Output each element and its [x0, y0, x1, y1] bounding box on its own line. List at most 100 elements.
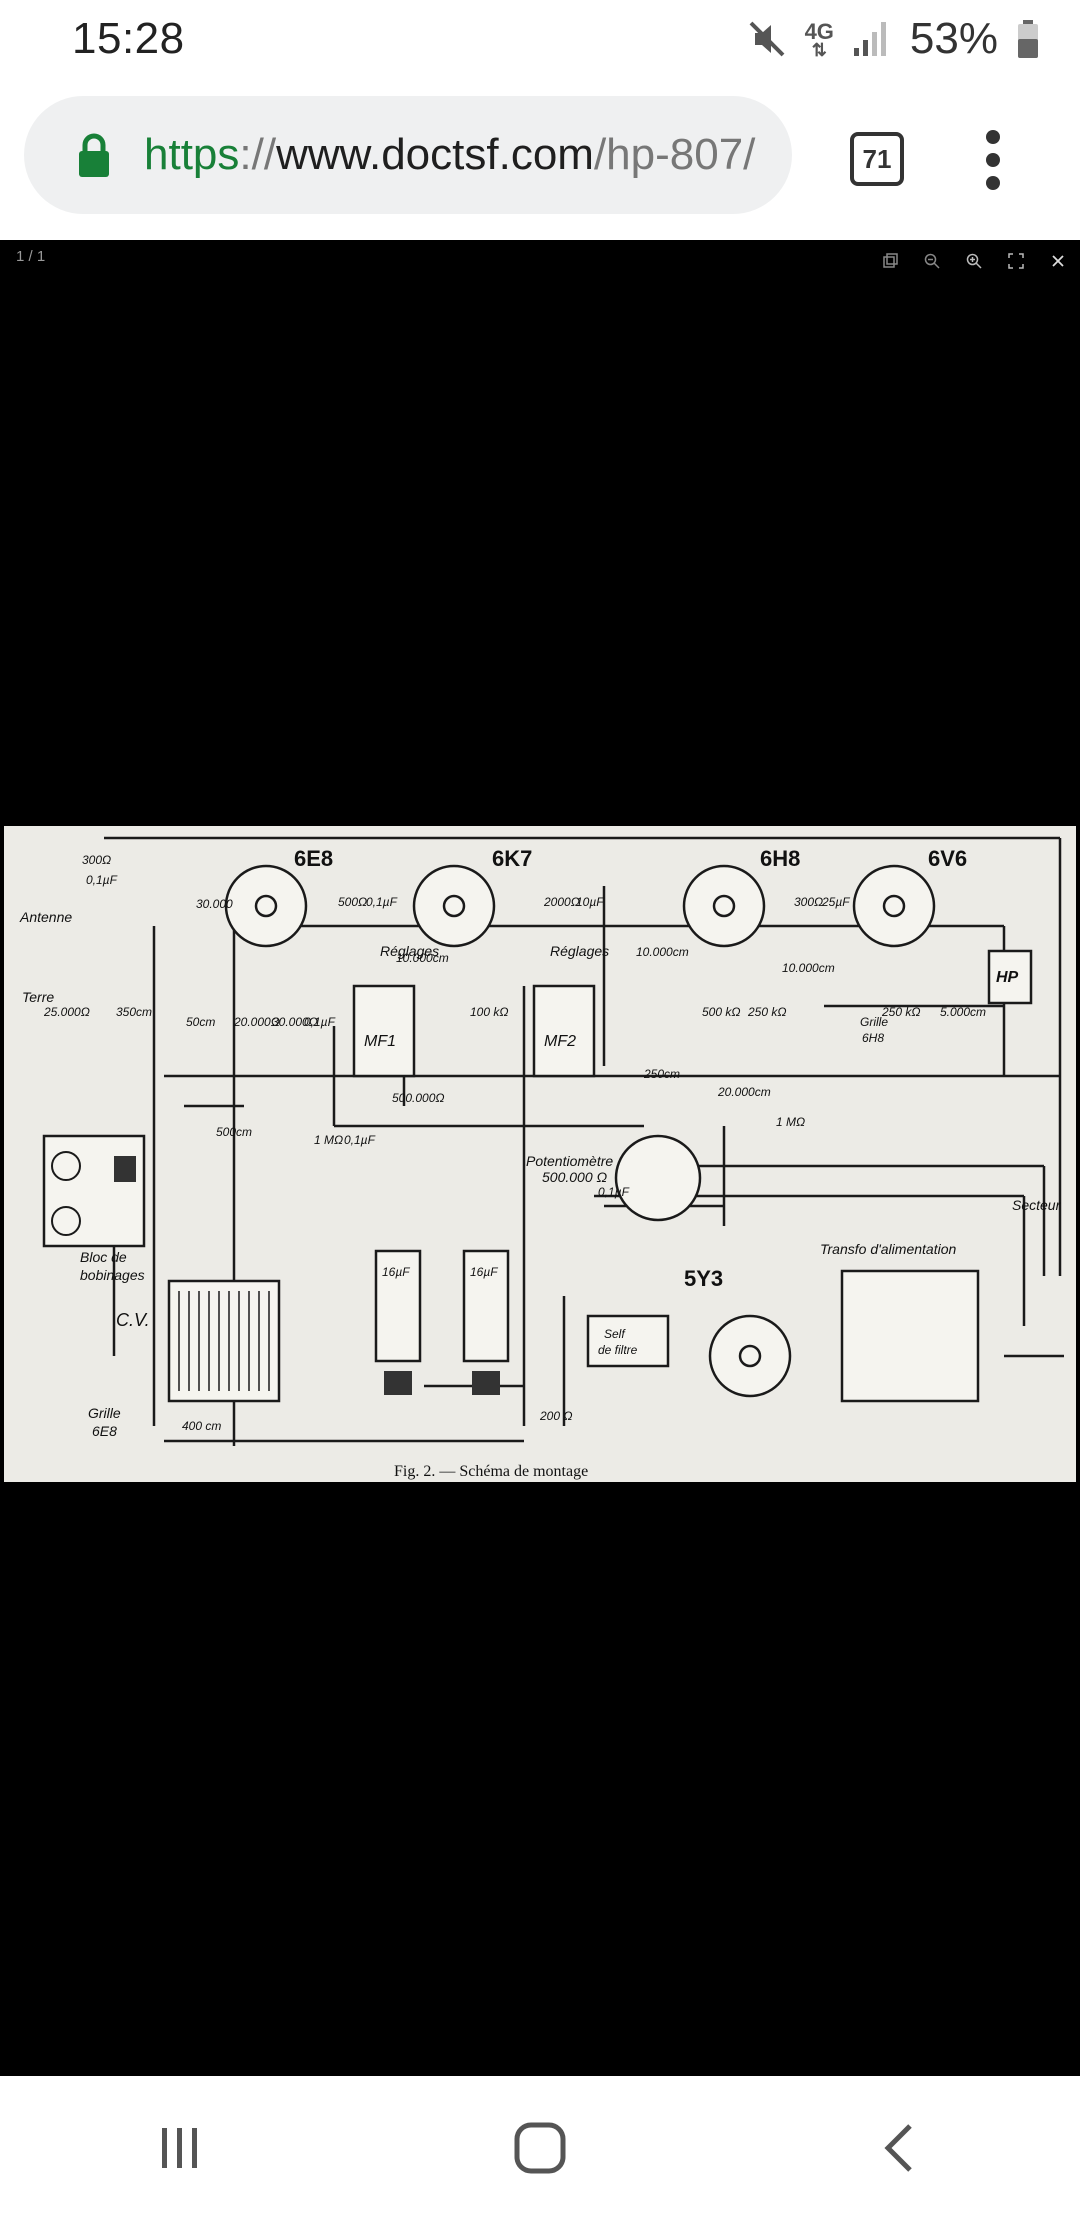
lock-icon [79, 133, 109, 177]
system-navigation-bar [0, 2076, 1080, 2220]
svg-text:5.000cm: 5.000cm [940, 1005, 986, 1019]
tube-label: 5Y3 [684, 1266, 723, 1291]
recent-apps-icon [162, 2128, 197, 2168]
capacitor-16a [374, 1249, 422, 1363]
svg-text:25.000Ω: 25.000Ω [43, 1005, 90, 1019]
svg-text:50cm: 50cm [186, 1015, 215, 1029]
close-viewer-button[interactable] [1042, 246, 1074, 276]
zoom-out-button[interactable] [916, 246, 948, 276]
svg-text:0,1µF: 0,1µF [366, 895, 398, 909]
svg-text:Self: Self [604, 1327, 626, 1341]
svg-text:Réglages: Réglages [380, 943, 439, 959]
svg-text:de filtre: de filtre [598, 1343, 638, 1357]
fit-page-button[interactable] [874, 246, 906, 276]
svg-text:Terre: Terre [22, 989, 54, 1005]
recent-apps-button[interactable] [120, 2098, 240, 2198]
back-icon [884, 2124, 912, 2172]
close-icon [1052, 255, 1064, 267]
svg-text:1 MΩ: 1 MΩ [776, 1115, 805, 1129]
page-indicator: 1 / 1 [16, 248, 46, 265]
browser-toolbar: https://www.doctsf.com/hp-807/ 71 [0, 78, 1080, 240]
tube-label: 6K7 [492, 846, 532, 871]
coil-block [42, 1134, 146, 1248]
mf1-box [352, 984, 416, 1078]
transformer [840, 1269, 980, 1403]
svg-text:350cm: 350cm [116, 1005, 152, 1019]
svg-text:30.000Ω: 30.000Ω [272, 1015, 318, 1029]
hp-box [987, 949, 1033, 1005]
svg-text:0,1µF: 0,1µF [598, 1185, 630, 1199]
fullscreen-icon [1008, 253, 1024, 269]
dot-icon [986, 130, 1000, 144]
svg-text:20.000Ω: 20.000Ω [233, 1015, 280, 1029]
svg-text:10.000cm: 10.000cm [636, 945, 689, 959]
svg-text:0,1µF: 0,1µF [344, 1133, 376, 1147]
status-bar: 15:28 4G ⇅ 53% [0, 0, 1080, 78]
overflow-menu-button[interactable] [984, 130, 1002, 190]
svg-text:500.000Ω: 500.000Ω [392, 1091, 445, 1105]
svg-text:C.V.: C.V. [116, 1310, 150, 1330]
capacitor-16b [462, 1249, 510, 1363]
document-viewer[interactable]: 1 / 1 [0, 240, 1080, 2076]
svg-text:250 kΩ: 250 kΩ [881, 1005, 920, 1019]
svg-text:2000Ω: 2000Ω [543, 895, 580, 909]
svg-text:MF2: MF2 [544, 1033, 576, 1050]
svg-text:400 cm: 400 cm [182, 1419, 221, 1433]
svg-text:MF1: MF1 [364, 1033, 396, 1050]
self-filter [586, 1314, 670, 1368]
url-text[interactable]: https://www.doctsf.com/hp-807/ [144, 130, 756, 179]
status-icons: 4G ⇅ 53% [747, 14, 1040, 64]
svg-text:200 Ω: 200 Ω [539, 1409, 572, 1423]
network-type: 4G ⇅ [804, 19, 834, 60]
svg-text:HP: HP [996, 969, 1019, 986]
back-button[interactable] [840, 2098, 960, 2198]
svg-text:Grille: Grille [88, 1405, 121, 1421]
fit-page-icon [883, 253, 898, 268]
svg-text:500Ω: 500Ω [338, 895, 367, 909]
figure-caption: Fig. 2. — Schéma de montage [394, 1463, 588, 1480]
home-icon [514, 2122, 566, 2174]
svg-text:6H8: 6H8 [862, 1031, 884, 1045]
zoom-in-icon [966, 253, 982, 269]
svg-text:500cm: 500cm [216, 1125, 252, 1139]
svg-text:16µF: 16µF [470, 1265, 498, 1279]
svg-text:100 kΩ: 100 kΩ [470, 1005, 508, 1019]
svg-text:30.000: 30.000 [196, 897, 233, 911]
svg-text:10µF: 10µF [576, 895, 604, 909]
svg-text:Potentiomètre: Potentiomètre [526, 1153, 613, 1169]
svg-text:500.000 Ω: 500.000 Ω [542, 1169, 607, 1185]
tab-switcher-button[interactable]: 71 [850, 132, 904, 186]
tube-label: 6E8 [294, 846, 333, 871]
svg-text:250cm: 250cm [643, 1067, 680, 1081]
battery-icon [1018, 20, 1038, 58]
tube-sockets [224, 864, 936, 1398]
home-button[interactable] [480, 2098, 600, 2198]
schematic-image: 6E8 6K7 6H8 6V6 5Y3 [4, 826, 1076, 1482]
fullscreen-button[interactable] [1000, 246, 1032, 276]
svg-text:10.000cm: 10.000cm [396, 951, 449, 965]
battery-percent: 53% [909, 14, 998, 63]
svg-text:Bloc de: Bloc de [80, 1249, 127, 1265]
svg-text:25µF: 25µF [821, 895, 850, 909]
svg-text:Réglages: Réglages [550, 943, 609, 959]
mute-icon [749, 21, 784, 57]
svg-text:16µF: 16µF [382, 1265, 410, 1279]
svg-text:Grille: Grille [860, 1015, 888, 1029]
status-time: 15:28 [72, 14, 185, 63]
svg-text:500 kΩ: 500 kΩ [702, 1005, 740, 1019]
zoom-in-button[interactable] [958, 246, 990, 276]
svg-text:250 kΩ: 250 kΩ [747, 1005, 786, 1019]
svg-text:300Ω: 300Ω [82, 853, 111, 867]
svg-text:1 MΩ: 1 MΩ [314, 1133, 343, 1147]
dot-icon [986, 176, 1000, 190]
svg-text:0,1µF: 0,1µF [86, 873, 118, 887]
circuit-schematic: 6E8 6K7 6H8 6V6 5Y3 [19, 836, 1064, 1480]
dot-icon [986, 153, 1000, 167]
address-bar[interactable]: https://www.doctsf.com/hp-807/ [24, 96, 792, 214]
signal-icon [853, 22, 886, 56]
variable-capacitor [167, 1279, 281, 1403]
tube-label: 6V6 [928, 846, 967, 871]
zoom-out-icon [924, 253, 940, 269]
svg-text:10.000cm: 10.000cm [782, 961, 835, 975]
svg-text:0,1µF: 0,1µF [304, 1015, 336, 1029]
